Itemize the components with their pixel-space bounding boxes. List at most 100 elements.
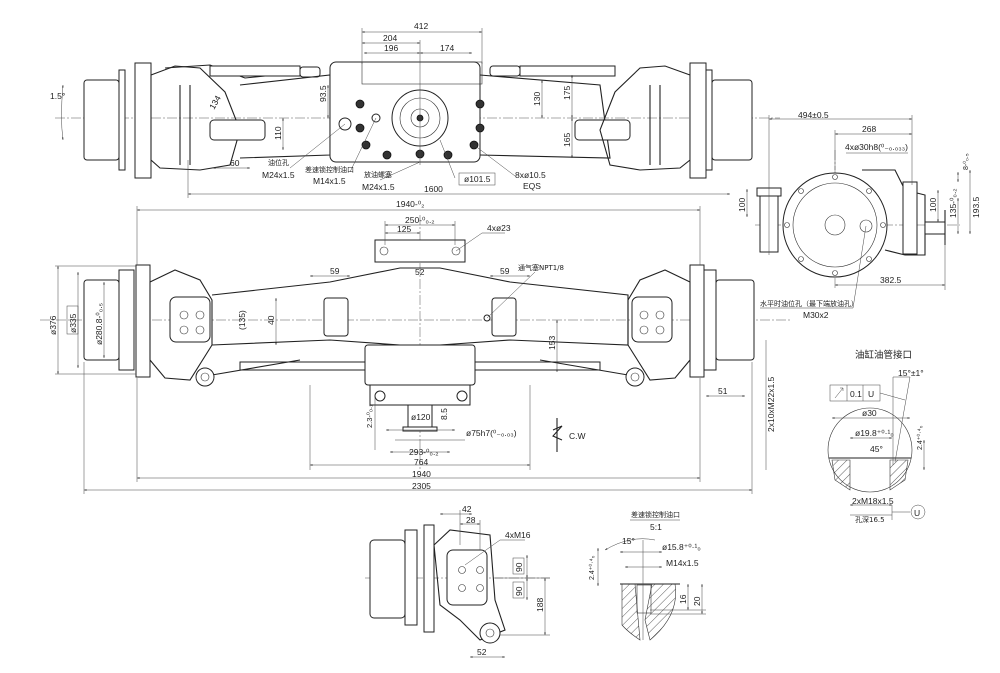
detail-cylinder-angle: 15°±1°	[898, 368, 924, 378]
dia-335-box	[66, 305, 79, 335]
wheel-end-bolts: 4xM16	[505, 530, 531, 540]
dim-2-3: 2.3-⁰₀.₁	[365, 404, 374, 428]
detail-diff-thread: M14x1.5	[666, 558, 699, 568]
front-left-tie-rod	[239, 361, 366, 371]
dim-dia-120: ø120	[411, 412, 431, 422]
dim-1940-tol: 1940-⁰₂	[396, 199, 424, 209]
dim-412: 412	[414, 21, 428, 31]
dim-51: 51	[718, 386, 728, 396]
front-axle-housing	[211, 267, 629, 346]
dim-135-ref: (135)	[237, 310, 247, 330]
dim-dia-75: ø75h7(⁰₋₀.₀₃)	[466, 428, 517, 438]
note-diff-control-port: 差速锁控制油口	[305, 165, 354, 174]
front-left-flange	[135, 264, 151, 378]
note-bolt-eqs: EQS	[523, 181, 541, 191]
front-right-studs	[703, 269, 717, 371]
dim-135: 135-⁰₀.₂	[948, 188, 958, 218]
front-right-hub	[715, 279, 755, 361]
dim-59-right: 59	[500, 266, 510, 276]
left-steering-cylinder	[209, 119, 266, 141]
runout-symbol	[834, 387, 844, 399]
dim-dia-280: ø280.8-⁰₀.₅	[94, 303, 104, 345]
left-hub-flange	[134, 62, 152, 179]
detail-cylinder-thread: 2xM18x1.5	[852, 496, 894, 506]
front-right-flange	[689, 264, 705, 378]
dim-193-5: 193.5	[971, 196, 981, 218]
wheel-end-view: 42 28 4xM16 90 90 188 52	[365, 504, 550, 658]
wheel-end-studs	[404, 529, 418, 626]
dim-pins: 4xø30h8(⁰₋₀.₀₃₃)	[845, 142, 908, 152]
right-hub-flange	[689, 62, 707, 179]
dim-268: 268	[862, 124, 876, 134]
detail-cylinder-chamfer: 45°	[870, 444, 883, 454]
datum-u-label: U	[914, 508, 920, 518]
dim-1600: 1600	[424, 184, 443, 194]
dim-60: 60	[230, 158, 240, 168]
right-tie-rod-end	[489, 65, 521, 77]
note-bolt-holes: 8xø10.5	[515, 170, 546, 180]
left-tie-rod-end	[299, 66, 321, 78]
front-top-mount	[374, 239, 466, 263]
section-hatch-right	[889, 459, 909, 491]
detail-diff-d2-4: 2.4⁺⁰·⁴₀	[588, 555, 596, 580]
side-view-dimensions	[746, 115, 971, 309]
note-breather: 通气塞NPT1/8	[518, 263, 564, 272]
wheel-end-knuckle	[433, 529, 506, 641]
dim-hose-ports: 2x10xM22x1.5	[766, 376, 776, 432]
dim-1940: 1940	[412, 469, 431, 479]
right-axle-tube	[479, 74, 611, 159]
detail-diff-d16: 16	[678, 594, 688, 604]
left-hub-studs	[118, 69, 126, 171]
left-tie-rod	[209, 65, 301, 77]
detail-cylinder-d2-4: 2.4⁺⁰·⁴₀	[916, 425, 924, 450]
wheel-end-d90-upper: 90	[514, 562, 524, 572]
front-left-rod-eye	[195, 367, 215, 387]
dim-165: 165	[562, 133, 572, 147]
dim-59-left: 59	[330, 266, 340, 276]
detail-diff-angle: 15°	[622, 536, 635, 546]
wheel-end-d28: 28	[466, 515, 476, 525]
dim-holes-4x23: 4xø23	[487, 223, 511, 233]
detail-cylinder-port: 油缸油管接口 0.1 U 15°±1° ø30 ø19.8⁺⁰·¹₀ 2.4⁺⁰…	[827, 349, 926, 524]
detail-cylinder-d30: ø30	[862, 408, 877, 418]
dim-764: 764	[414, 457, 428, 467]
detail-diff-lock-port: 差速锁控制油口 5:1 15° 2.4⁺⁰·⁴₀ ø15.8⁺⁰·¹₀ M14x…	[588, 510, 706, 641]
dim-8: 8-⁰₀.₅	[962, 153, 970, 170]
detail-cylinder-depth: 孔深16.5	[855, 515, 885, 524]
dim-250: 250-⁰₀.₂	[405, 215, 435, 225]
note-drain-plug: 放油螺塞	[364, 170, 392, 179]
note-level-hole: 水平时油位孔（最下端放油孔）	[760, 299, 858, 308]
dim-100-left: 100	[737, 198, 747, 212]
top-view: 412 204 196 174 1.5° 93.5 134 110 130 17…	[50, 21, 780, 198]
front-view: 1940-⁰₂ 250-⁰₀.₂ 125 4xø23 59 59 52 通气塞N…	[40, 199, 790, 494]
housing-bolts	[355, 99, 485, 160]
detail-cylinder-title: 油缸油管接口	[855, 349, 912, 361]
angle-1-5: 1.5°	[50, 91, 65, 101]
wheel-end-drum	[369, 539, 406, 619]
dim-134: 134	[207, 93, 223, 111]
diff-port-bore	[636, 584, 652, 614]
d90-box-upper	[512, 557, 525, 575]
dim-382-5: 382.5	[880, 275, 902, 285]
dim-100-right: 100	[928, 198, 938, 212]
dim-153: 153	[547, 336, 557, 350]
dim-204: 204	[383, 33, 397, 43]
datum-u-circle	[910, 504, 926, 520]
gdt-tolerance: 0.1	[850, 389, 862, 399]
detail-diff-d15-8: ø15.8⁺⁰·¹₀	[662, 542, 701, 552]
dim-125: 125	[397, 224, 411, 234]
rotation-cw-label: C.W	[569, 431, 586, 441]
dim-196: 196	[384, 43, 398, 53]
side-view-housing-flange	[782, 172, 888, 278]
pilot-dia-box	[458, 172, 496, 186]
front-right-tie-rod	[474, 361, 601, 371]
right-knuckle	[599, 65, 691, 171]
flange-bolts	[784, 174, 886, 276]
detail-diff-scale: 5:1	[650, 522, 662, 532]
wheel-end-d90-lower: 90	[514, 586, 524, 596]
right-hub-drum	[711, 79, 753, 161]
dim-8-5: 8.5	[439, 408, 449, 420]
note-pilot-dia: ø101.5	[464, 174, 491, 184]
dim-40: 40	[266, 315, 276, 325]
